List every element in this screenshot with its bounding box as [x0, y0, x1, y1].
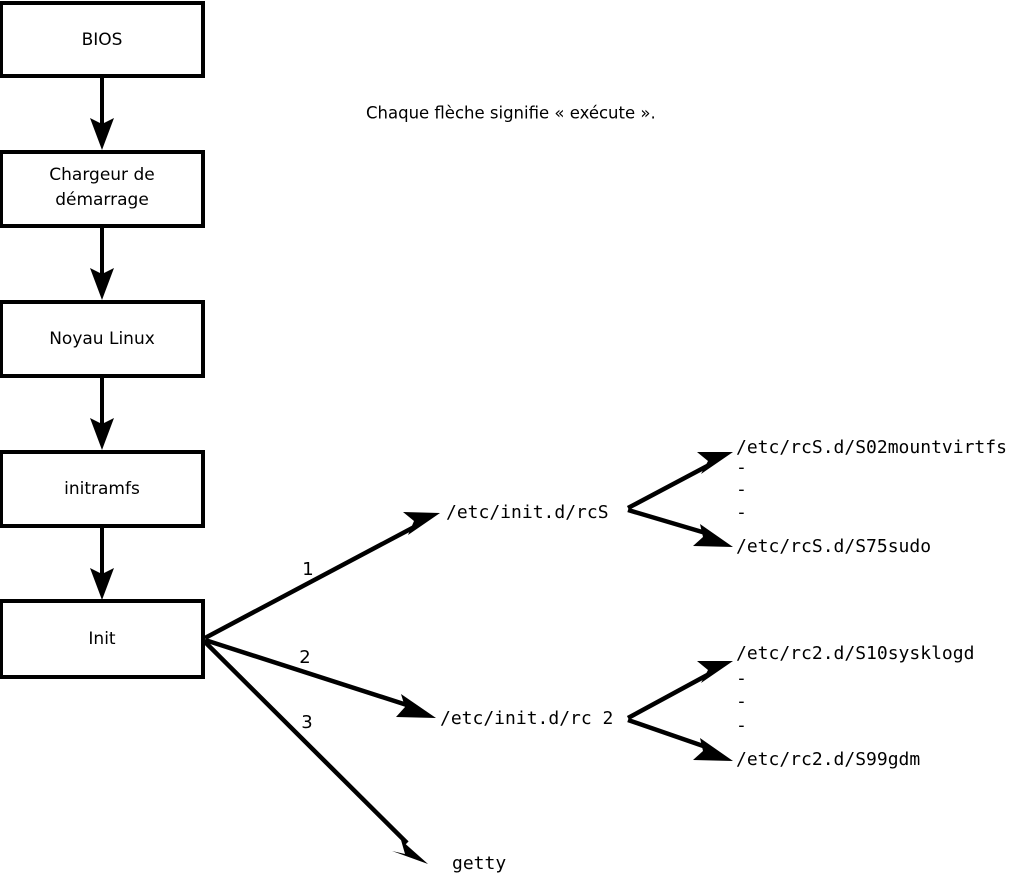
branch-rc2-first	[626, 661, 733, 720]
arrow-kernel-to-initramfs	[90, 376, 114, 450]
branch-1-number: 1	[302, 559, 313, 580]
box-bootloader: Chargeur de démarrage	[0, 150, 205, 228]
box-bootloader-rect	[0, 150, 205, 228]
box-init-label: Init	[88, 629, 116, 649]
rcs-script-last: /etc/rcS.d/S75sudo	[736, 536, 931, 557]
branch-2-target-label: /etc/init.d/rc 2	[440, 708, 613, 729]
box-init: Init	[0, 599, 205, 679]
box-bootloader-label-line2: démarrage	[55, 190, 149, 210]
branch-rcs-last	[627, 507, 733, 547]
branch-init-2: 2 /etc/init.d/rc 2	[204, 637, 613, 729]
branch-init-3: 3 getty	[203, 640, 506, 874]
rc2-script-last: /etc/rc2.d/S99gdm	[736, 749, 920, 770]
rcs-script-first: /etc/rcS.d/S02mountvirtfs	[736, 437, 1007, 458]
box-initramfs-label: initramfs	[64, 479, 140, 499]
branch-init-1: 1 /etc/init.d/rcS	[203, 502, 609, 640]
branch-rcs-first	[626, 452, 733, 510]
diagram-caption: Chaque flèche signifie « exécute ».	[366, 104, 656, 123]
rcs-ellipsis-dash-3: -	[736, 502, 747, 523]
branch-1-target-label: /etc/init.d/rcS	[446, 502, 609, 523]
rc2-ellipsis-dash-3: -	[736, 715, 747, 736]
branch-3-target-label: getty	[452, 853, 506, 874]
box-bios-rect	[0, 1, 205, 78]
rc2-ellipsis-dash-2: -	[736, 691, 747, 712]
box-initramfs: initramfs	[0, 450, 205, 528]
box-init-rect	[0, 599, 205, 679]
arrow-bootloader-to-kernel	[90, 226, 114, 300]
box-kernel-label: Noyau Linux	[49, 329, 155, 349]
box-kernel: Noyau Linux	[0, 300, 205, 378]
branch-2-number: 2	[299, 647, 310, 668]
branch-rc2-last	[627, 717, 733, 761]
branch-3-number: 3	[301, 712, 312, 733]
rcs-ellipsis-dash-1: -	[736, 457, 747, 478]
box-bios-label: BIOS	[82, 30, 123, 50]
rcs-ellipsis-dash-2: -	[736, 479, 747, 500]
box-bios: BIOS	[0, 1, 205, 78]
box-bootloader-label-line1: Chargeur de	[49, 165, 154, 185]
arrow-bios-to-bootloader	[90, 76, 114, 150]
rc2-script-first: /etc/rc2.d/S10sysklogd	[736, 643, 974, 664]
arrow-initramfs-to-init	[90, 526, 114, 600]
rc2-ellipsis-dash-1: -	[736, 668, 747, 689]
